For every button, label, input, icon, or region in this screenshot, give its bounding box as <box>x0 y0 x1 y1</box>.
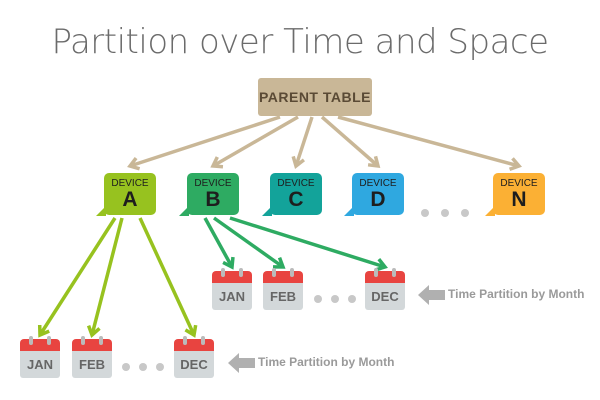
device-to-month-arrow <box>212 216 285 269</box>
parent-to-device-arrow-head <box>291 155 305 169</box>
parent-to-device-arrow-head <box>508 157 522 171</box>
calendar-feb: FEB <box>72 336 112 378</box>
device-letter: N <box>511 188 527 211</box>
speech-tail <box>262 206 272 216</box>
calendar-dec: DEC <box>174 336 214 378</box>
device-letter: D <box>370 188 386 211</box>
ellipsis-dot <box>122 363 130 371</box>
month-label: FEB <box>263 283 303 310</box>
month-label: DEC <box>174 351 214 378</box>
month-label: JAN <box>212 283 252 310</box>
calendar-feb: FEB <box>263 268 303 310</box>
device-to-month-arrow <box>90 217 124 336</box>
device-label: DEVICE <box>111 178 149 189</box>
device-to-month-arrow <box>38 217 117 336</box>
device-to-month-arrow-head <box>184 324 198 338</box>
calendar-jan: JAN <box>212 268 252 310</box>
left-arrow-icon <box>418 285 445 305</box>
parent-to-device-arrow-head <box>210 156 224 169</box>
ellipsis-dot <box>461 209 469 217</box>
parent-to-device-arrow-head <box>367 155 381 169</box>
parent-to-device-arrow <box>337 115 520 168</box>
ellipsis-dot <box>314 295 322 303</box>
parent-to-device-arrow-head <box>127 157 141 171</box>
speech-tail <box>179 206 189 216</box>
device-label: DEVICE <box>277 178 315 189</box>
speech-tail <box>344 206 354 216</box>
calendar-dec: DEC <box>365 268 405 310</box>
parent-to-device-arrow <box>320 115 380 168</box>
device-to-month-arrow <box>203 217 234 268</box>
speech-tail <box>485 206 495 216</box>
ellipsis-dot <box>156 363 164 371</box>
device-to-month-arrow-head <box>222 256 235 270</box>
ellipsis-dot <box>441 209 449 217</box>
diagram-title: Partition over Time and Space <box>51 22 549 62</box>
device-letter: B <box>205 188 221 211</box>
calendar-jan: JAN <box>20 336 60 378</box>
ellipsis-dot <box>139 363 147 371</box>
month-label: FEB <box>72 351 112 378</box>
device-to-month-arrow <box>138 217 196 336</box>
device-label: DEVICE <box>359 178 397 189</box>
device-label: DEVICE <box>500 178 538 189</box>
device-to-month-arrow-head <box>272 257 286 269</box>
time-partition-label: Time Partition by Month <box>258 355 395 369</box>
month-label: JAN <box>20 351 60 378</box>
parent-to-device-arrow <box>294 116 314 167</box>
time-partition-label: Time Partition by Month <box>448 287 585 301</box>
ellipsis-dot <box>331 295 339 303</box>
left-arrow-icon <box>228 353 255 373</box>
ellipsis-dot <box>348 295 356 303</box>
parent-to-device-arrow <box>129 115 281 168</box>
speech-tail <box>96 206 106 216</box>
device-label: DEVICE <box>194 178 232 189</box>
parent-to-device-arrow <box>212 115 299 168</box>
device-to-month-arrow <box>229 216 386 269</box>
month-label: DEC <box>365 283 405 310</box>
ellipsis-dot <box>421 209 429 217</box>
device-to-month-arrow-head <box>37 324 50 338</box>
device-letter: A <box>122 188 138 211</box>
device-letter: C <box>288 188 304 211</box>
parent-table-box: PARENT TABLE <box>258 78 372 116</box>
device-to-month-arrow-head <box>86 325 101 339</box>
device-to-month-arrow-head <box>374 258 388 272</box>
